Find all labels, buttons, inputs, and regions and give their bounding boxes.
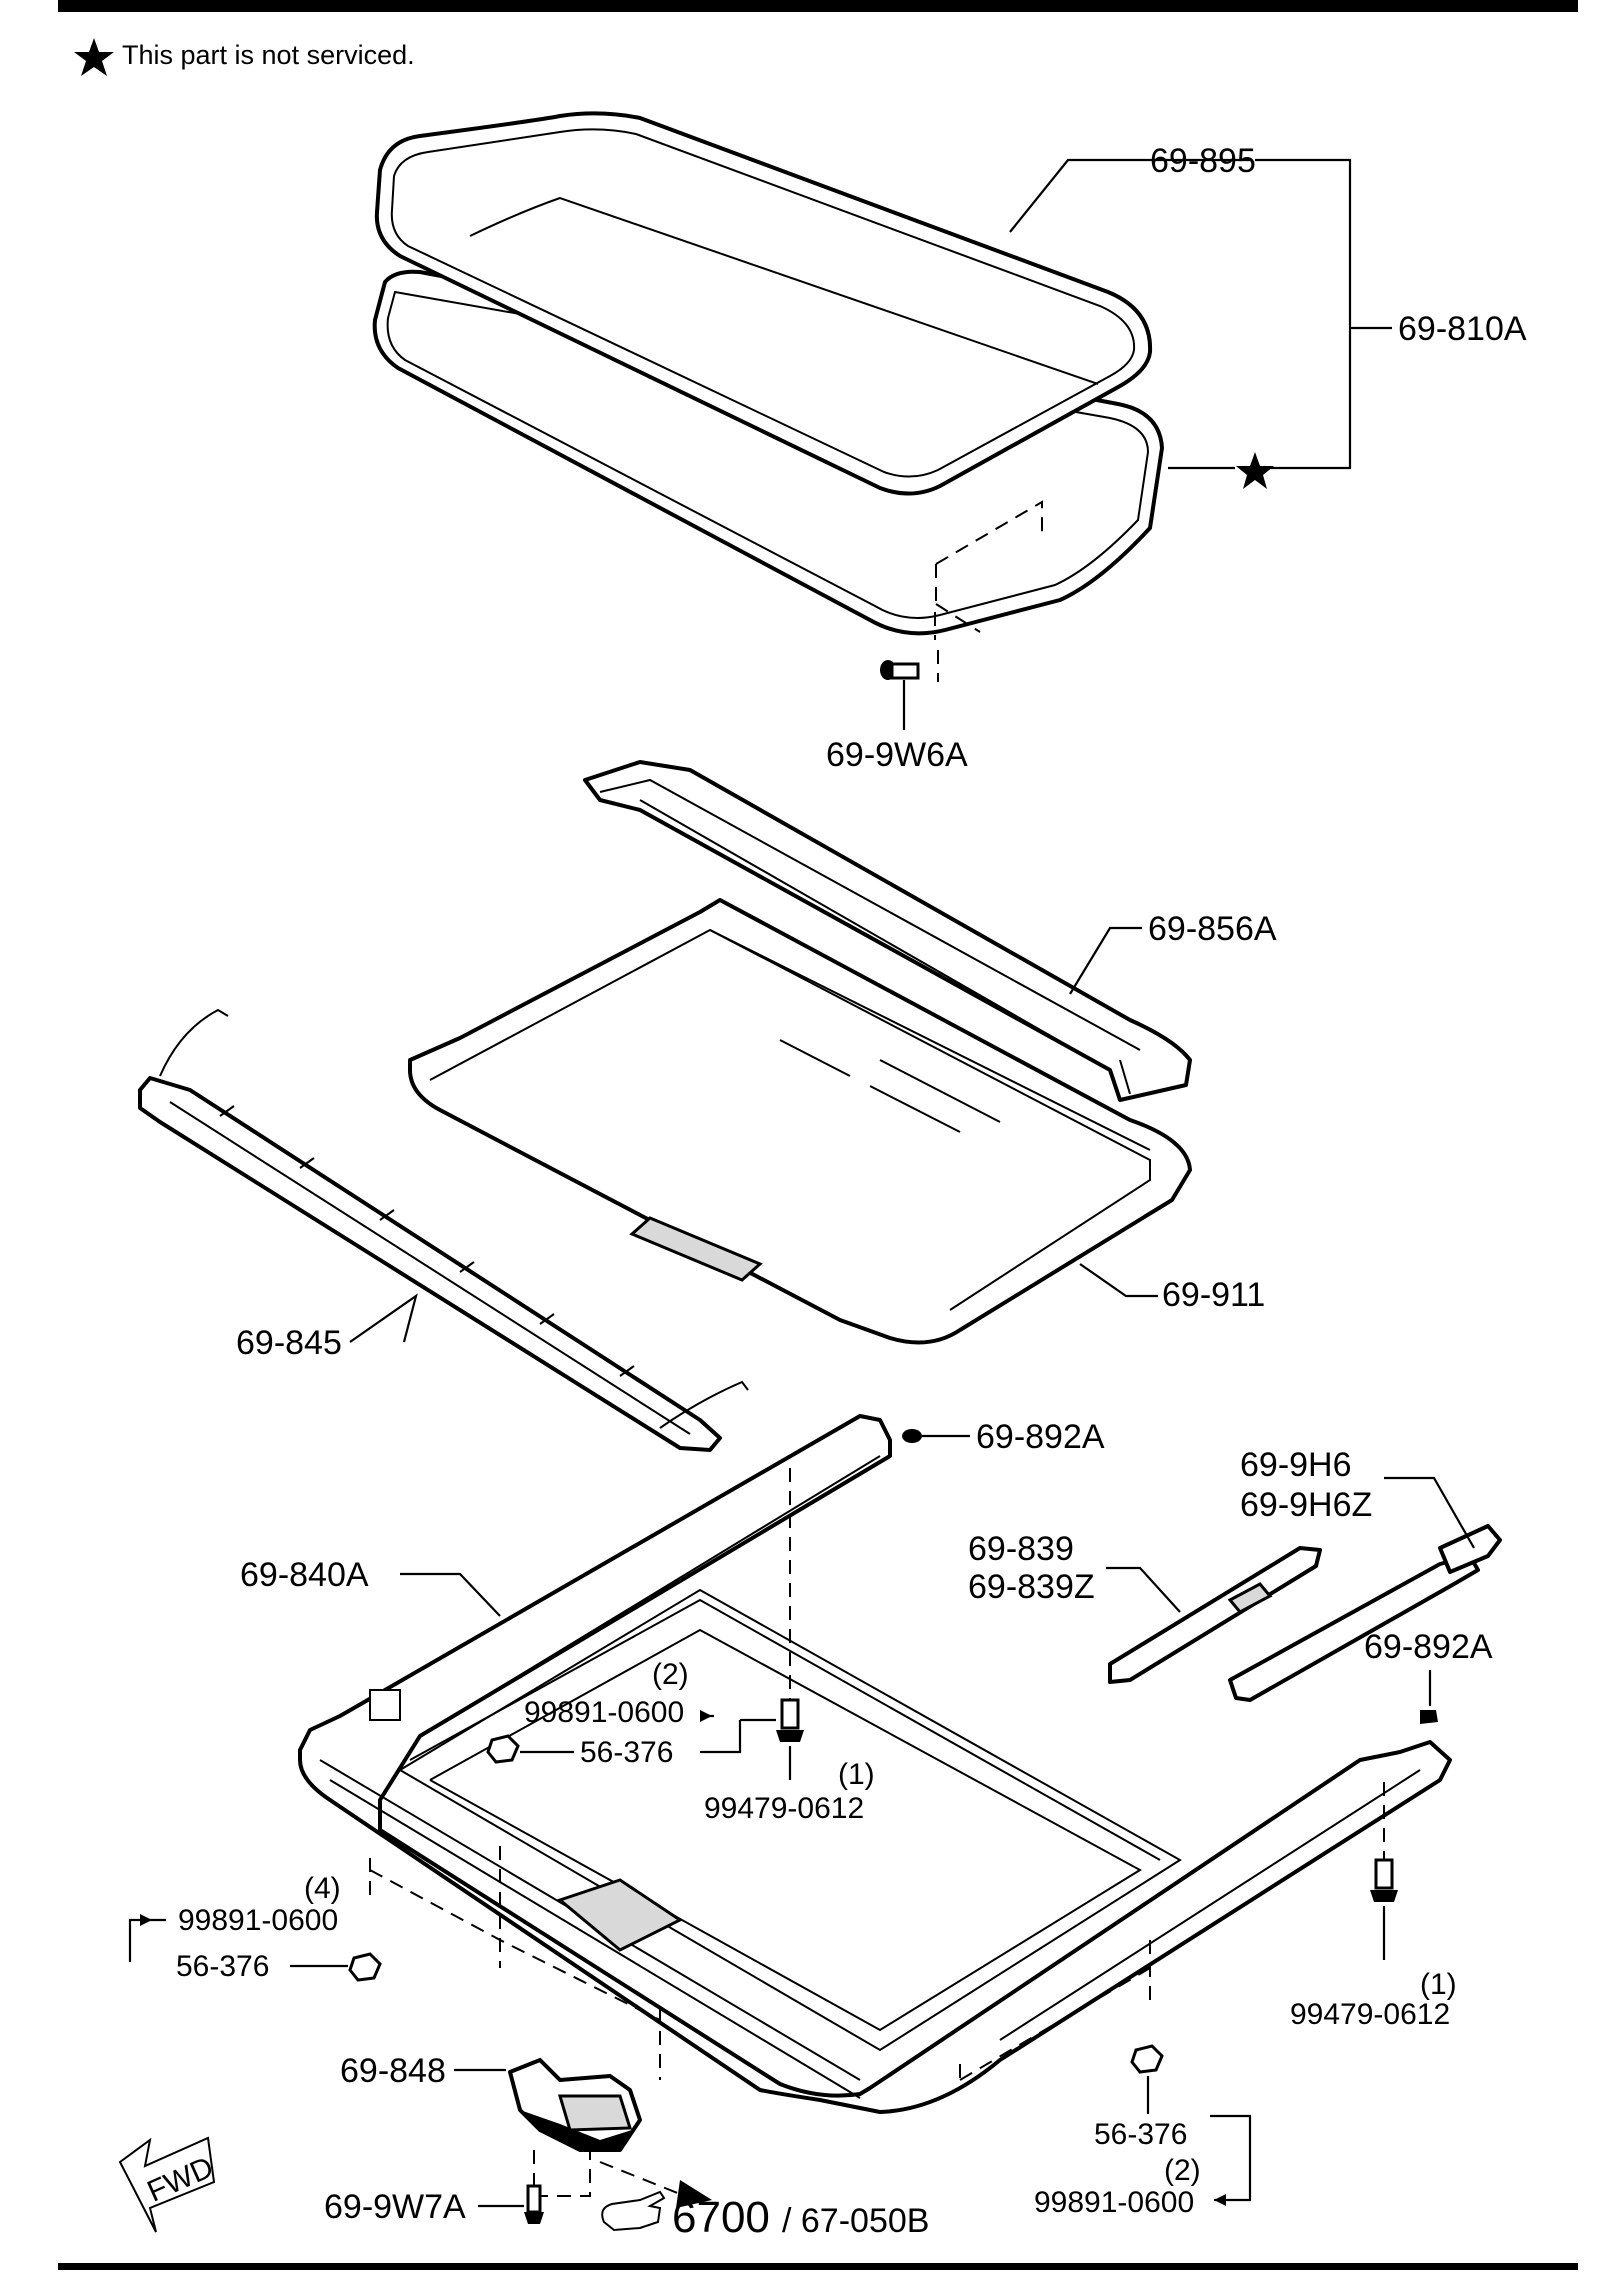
glass-dashed-bracket <box>934 500 1043 682</box>
label-56-376-a: 56-376 <box>580 1736 673 1769</box>
top-border-bar <box>58 0 1578 12</box>
label-99479-0612-b: 99479-0612 <box>1290 1998 1450 2031</box>
label-69-911: 69-911 <box>1162 1276 1265 1314</box>
nut-56-376-a <box>486 1734 520 1764</box>
glass-upper-weatherstrip <box>374 111 1153 496</box>
star-icon <box>74 38 114 76</box>
screw-69-9W6A <box>880 660 920 730</box>
clip-69-892A-top <box>902 1429 922 1443</box>
leader-99891-0600-a <box>700 1714 776 1754</box>
label-99891-0600-c: 99891-0600 <box>1034 2186 1194 2219</box>
ref-sub: / 67-050B <box>782 2202 929 2240</box>
label-qty-2a: (2) <box>652 1658 689 1691</box>
leader-69-895 <box>1009 158 1352 328</box>
ref-main: 6700 <box>672 2193 770 2242</box>
label-99891-0600-a: 99891-0600 <box>524 1696 684 1729</box>
clip-69-892A-right <box>1420 1710 1438 1724</box>
arrow-99891-a <box>700 1710 712 1722</box>
label-69-839: 69-839 <box>968 1530 1074 1568</box>
forward-direction-indicator: FWD <box>118 2136 219 2233</box>
label-qty-4: (4) <box>304 1872 341 1905</box>
leader-69-911 <box>1079 1263 1158 1298</box>
label-qty-1a: (1) <box>838 1758 875 1791</box>
screw-69-9W7A <box>524 2184 544 2224</box>
glass-lower-seal <box>372 269 1164 636</box>
label-56-376-c: 56-376 <box>1094 2118 1187 2151</box>
arrow-99891-b <box>140 1914 152 1926</box>
glass-panel-assembly <box>372 111 1164 682</box>
label-69-839Z: 69-839Z <box>968 1568 1095 1606</box>
bolt-99479-0612-b <box>1370 1858 1398 1902</box>
label-99891-0600-b: 99891-0600 <box>178 1904 338 1937</box>
label-99479-0612-a: 99479-0612 <box>704 1792 864 1825</box>
bolt-99479-0612-a <box>776 1698 804 1742</box>
drain-rail-69-845 <box>138 1008 749 1452</box>
label-69-9H6Z: 69-9H6Z <box>1240 1486 1372 1524</box>
label-69-845: 69-845 <box>236 1324 342 1362</box>
fwd-label: FWD <box>143 2151 219 2209</box>
sunshade-panel-69-911 <box>408 898 1192 1345</box>
note-text: This part is not serviced. <box>122 40 415 70</box>
pointing-hand-icon <box>601 2190 666 2232</box>
deflector-rail-69-856A <box>583 760 1192 1102</box>
bottom-border-bar <box>58 2263 1578 2270</box>
dashed-links-frame <box>369 1468 1385 2081</box>
label-69-9H6: 69-9H6 <box>1240 1446 1352 1484</box>
leader-69-839 <box>1106 1566 1181 1613</box>
label-69-9W7A: 69-9W7A <box>324 2188 466 2226</box>
sunroof-frame-69-840A <box>298 1414 1452 2114</box>
label-69-9W6A: 69-9W6A <box>826 736 968 774</box>
leader-69-845 <box>349 1293 418 1343</box>
label-56-376-b: 56-376 <box>176 1950 269 1983</box>
ref-arrow-icon <box>676 2180 712 2208</box>
leader-69-840A <box>400 1572 501 1617</box>
glass-upper-edge <box>469 196 1099 385</box>
label-qty-2b: (2) <box>1164 2154 1201 2187</box>
glass-lower-seal-inner <box>386 290 1150 619</box>
leader-99891-0600-b <box>128 1918 166 1962</box>
label-69-892A-top: 69-892A <box>976 1418 1105 1456</box>
leader-69-856A <box>1069 926 1142 995</box>
arrow-99891-c <box>1214 2194 1226 2206</box>
section-reference: 6700 / 67-050B <box>601 2190 929 2242</box>
label-69-895: 69-895 <box>1150 142 1256 180</box>
label-qty-1b: (1) <box>1420 1968 1457 2001</box>
motor-dashed-links <box>533 2150 681 2222</box>
fwd-arrow-icon <box>118 2136 216 2233</box>
nut-56-376-b <box>348 1952 382 1982</box>
label-69-840A: 69-840A <box>240 1556 369 1594</box>
label-69-848: 69-848 <box>340 2052 446 2090</box>
leader-69-810A <box>1270 326 1392 470</box>
motor-69-848 <box>508 2058 642 2152</box>
nut-56-376-c <box>1130 2044 1164 2074</box>
leader-99891-0600-c <box>1210 2114 1252 2202</box>
not-serviced-note: This part is not serviced. <box>74 38 415 76</box>
leader-69-9H6 <box>1384 1476 1475 1549</box>
label-69-856A: 69-856A <box>1148 910 1277 948</box>
guide-69-839 <box>1108 1546 1322 1684</box>
label-69-810A: 69-810A <box>1398 310 1527 348</box>
label-69-892A-right: 69-892A <box>1364 1628 1493 1666</box>
glass-upper-weatherstrip-inner <box>390 128 1136 478</box>
star-icon <box>1236 452 1274 489</box>
link-69-9H6 <box>1228 1524 1502 1702</box>
